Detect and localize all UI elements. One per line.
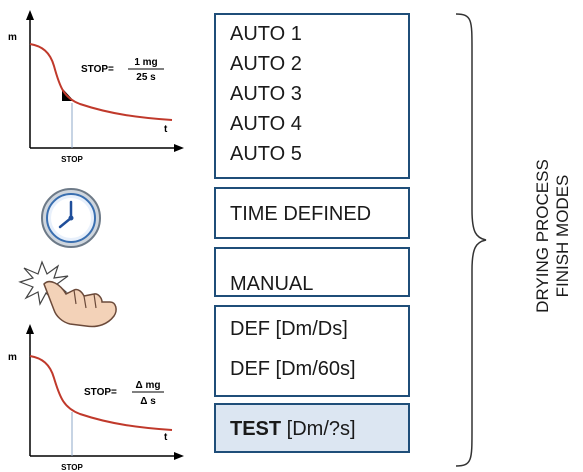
- formula-numerator: 1 mg: [134, 57, 157, 68]
- drying-curve: [29, 355, 173, 431]
- mode-auto-3[interactable]: AUTO 3: [230, 83, 302, 105]
- formula-numerator: Δ mg: [136, 380, 161, 391]
- formula-denominator: 25 s: [136, 72, 156, 83]
- formula-denominator: Δ s: [140, 396, 156, 407]
- x-axis-arrow: [174, 144, 184, 152]
- side-label-line2: FINISH MODES: [553, 174, 572, 298]
- pressing-hand-icon: [18, 260, 117, 328]
- time-defined-panel: TIME DEFINED: [214, 187, 410, 239]
- grouping-brace: [455, 13, 487, 467]
- stop-label: STOP: [61, 463, 83, 472]
- mode-def-dm-ds[interactable]: DEF [Dm/Ds]: [230, 318, 348, 340]
- top-drying-curve-graph: m t STOP STOP= 1 mg 25 s: [8, 10, 184, 164]
- y-axis-label: m: [8, 32, 17, 43]
- side-label-line1: DRYING PROCESS: [533, 159, 552, 313]
- x-axis-label: t: [164, 432, 168, 443]
- bottom-drying-curve-graph: m t STOP STOP= Δ mg Δ s: [8, 324, 184, 472]
- manual-panel: MANUAL: [214, 247, 410, 297]
- mode-time-defined[interactable]: TIME DEFINED: [230, 203, 372, 225]
- stop-slope-triangle: [62, 88, 74, 101]
- y-axis-arrow: [26, 324, 34, 334]
- auto-modes-panel: AUTO 1 AUTO 2 AUTO 3 AUTO 4 AUTO 5: [214, 13, 410, 179]
- mode-test[interactable]: TEST [Dm/?s]: [230, 418, 356, 440]
- mode-auto-5[interactable]: AUTO 5: [230, 143, 302, 165]
- mode-manual[interactable]: MANUAL: [230, 273, 314, 295]
- y-axis-label: m: [8, 352, 17, 363]
- mode-auto-2[interactable]: AUTO 2: [230, 53, 302, 75]
- formula-prefix: STOP=: [81, 64, 114, 75]
- x-axis-arrow: [174, 452, 184, 460]
- clock-icon: [41, 188, 101, 248]
- mode-auto-1[interactable]: AUTO 1: [230, 23, 302, 45]
- side-label: DRYING PROCESS FINISH MODES: [533, 159, 573, 313]
- x-axis-label: t: [164, 124, 168, 135]
- stop-label: STOP: [61, 155, 83, 164]
- def-modes-panel: DEF [Dm/Ds] DEF [Dm/60s]: [214, 305, 410, 397]
- y-axis-arrow: [26, 10, 34, 20]
- drying-curve: [29, 43, 173, 121]
- mode-auto-4[interactable]: AUTO 4: [230, 113, 302, 135]
- test-mode-panel: TEST [Dm/?s]: [214, 403, 410, 453]
- mode-def-dm-60s[interactable]: DEF [Dm/60s]: [230, 358, 356, 380]
- formula-prefix: STOP=: [84, 387, 117, 398]
